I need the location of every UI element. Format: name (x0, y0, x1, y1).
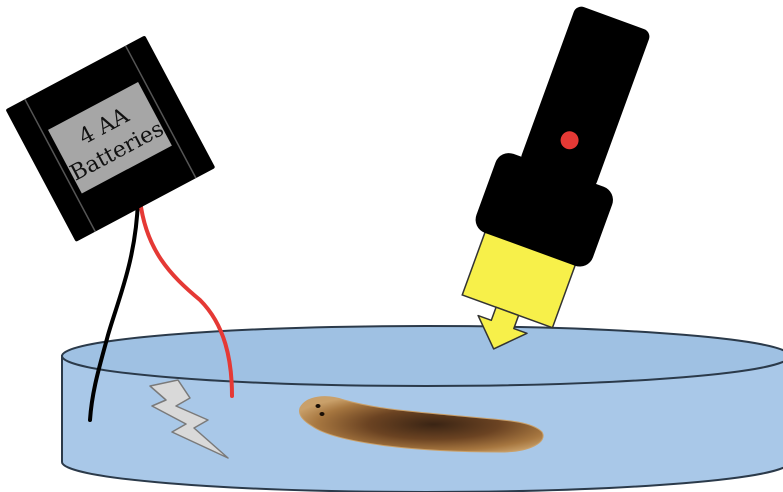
planarian-flatworm (299, 396, 544, 453)
beam-arrow-icon (477, 306, 528, 350)
battery-divider-left (24, 98, 96, 232)
flatworm-eyespot-left (315, 404, 321, 408)
lightning-bolt-icon (149, 379, 229, 459)
negative-wire (88, 198, 140, 422)
wires (88, 198, 234, 422)
flashlight (461, 6, 650, 350)
battery-divider-right (124, 45, 197, 179)
power-indicator-icon (560, 131, 579, 150)
flashlight-handle (521, 6, 650, 188)
positive-wire (138, 198, 234, 398)
battery-label-panel (48, 82, 172, 194)
flatworm-body (299, 396, 544, 453)
flatworm-eyespot-right (319, 412, 325, 416)
dish-top-rim (61, 325, 783, 387)
battery-pack: 4 AA Batteries (6, 36, 215, 242)
